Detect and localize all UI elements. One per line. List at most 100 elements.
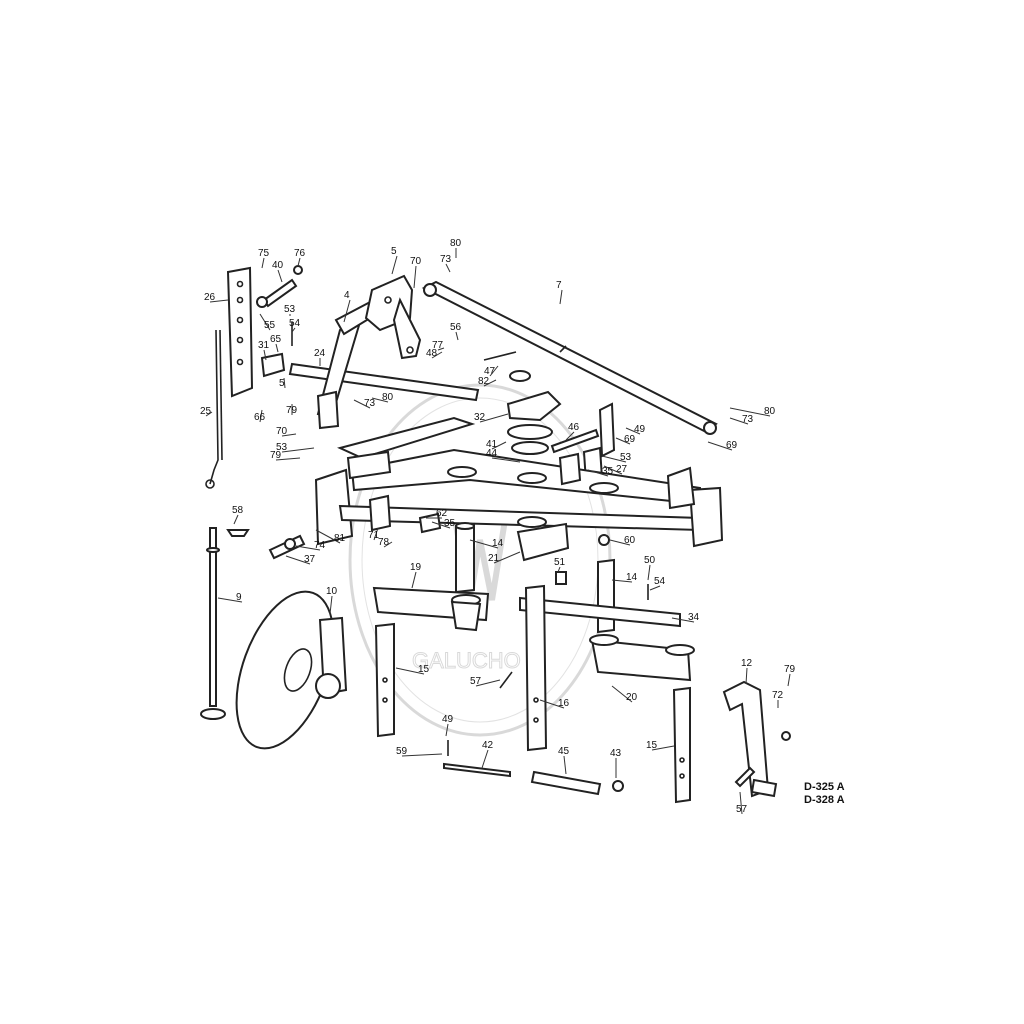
part-top-link-7 xyxy=(421,280,718,435)
part-leg-15-left xyxy=(374,622,395,738)
callout-leader xyxy=(563,755,567,775)
callout-leader xyxy=(739,791,743,815)
callout-label: 80 xyxy=(450,238,462,249)
callout-label: 12 xyxy=(741,658,753,669)
callout-leader xyxy=(373,527,379,541)
callout-label: 49 xyxy=(634,424,646,435)
part-disc-10 xyxy=(235,590,348,750)
callout-label: 34 xyxy=(688,612,700,623)
callout-label: 70 xyxy=(410,256,422,267)
callout-label: 79 xyxy=(270,450,282,461)
callout-label: 73 xyxy=(742,414,754,425)
part-nut-76 xyxy=(293,265,303,275)
callout-label: 69 xyxy=(726,440,738,451)
callout-leader xyxy=(401,753,443,757)
part-left-plate xyxy=(226,266,254,398)
callout-label: 62 xyxy=(436,508,448,519)
callout-leader xyxy=(283,377,286,389)
part-leg-15-right xyxy=(672,686,691,804)
callout-leader xyxy=(281,447,315,453)
part-hook-43 xyxy=(612,780,624,792)
callout-label: 46 xyxy=(568,422,580,433)
callout-label: 5 xyxy=(391,246,397,257)
callout-leader xyxy=(259,409,263,423)
callout-label: 14 xyxy=(626,572,638,583)
callout-label: 65 xyxy=(270,334,282,345)
callout-leader xyxy=(233,514,239,525)
callout-label: 70 xyxy=(276,426,288,437)
callout-label: 77 xyxy=(432,340,444,351)
callout-leader xyxy=(475,679,501,687)
part-spring-47 xyxy=(483,351,517,361)
callout-leader xyxy=(295,545,321,551)
part-column-16 xyxy=(524,584,548,752)
part-clip-58 xyxy=(226,529,250,537)
part-bracket-5 xyxy=(364,274,422,360)
part-long-rod xyxy=(205,329,223,489)
part-rod-46 xyxy=(550,428,600,454)
callout-label: 80 xyxy=(382,392,394,403)
callout-leader xyxy=(609,539,631,546)
callout-leader xyxy=(285,555,311,565)
callout-leader xyxy=(601,455,627,463)
callout-leader xyxy=(383,541,393,548)
callout-label: 79 xyxy=(784,664,796,675)
callout-label: 43 xyxy=(610,748,622,759)
callout-label: 53 xyxy=(284,304,296,315)
callout-label: 49 xyxy=(442,714,454,725)
part-bracket-71 xyxy=(368,494,392,532)
callout-label: 53 xyxy=(276,442,288,453)
part-chain-42 xyxy=(443,762,511,778)
callout-leader xyxy=(557,566,561,573)
callout-leader xyxy=(277,269,283,283)
callout-label: 27 xyxy=(616,464,628,475)
callout-leader xyxy=(493,551,521,564)
callout-leader xyxy=(729,407,771,417)
callout-label: 51 xyxy=(554,557,566,568)
callout-label: 56 xyxy=(450,322,462,333)
callout-leader xyxy=(565,431,575,441)
callout-label: 57 xyxy=(470,676,482,687)
part-arm-20 xyxy=(589,634,695,682)
callout-label: 7 xyxy=(556,280,562,291)
callout-label: 45 xyxy=(558,746,570,757)
part-nut-60 xyxy=(598,534,610,546)
callout-leader xyxy=(483,379,497,387)
callout-leader xyxy=(649,585,661,591)
part-main-frame xyxy=(314,416,724,548)
callout-leader xyxy=(489,365,499,377)
callout-label: 35 xyxy=(444,518,456,529)
callout-label: 79 xyxy=(286,405,298,416)
callout-label: 42 xyxy=(482,740,494,751)
callout-leader xyxy=(729,417,749,425)
callout-leader xyxy=(275,343,279,353)
callout-leader xyxy=(787,673,791,687)
callout-label: 32 xyxy=(474,412,486,423)
callout-label: 59 xyxy=(396,746,408,757)
part-washer-74 xyxy=(284,538,296,550)
part-swivel-32 xyxy=(506,370,562,455)
part-bolt-57-right xyxy=(734,766,756,788)
part-sleeve-21 xyxy=(516,516,570,562)
callout-leader xyxy=(275,457,301,461)
callout-leader xyxy=(209,299,229,303)
callout-label: 58 xyxy=(232,505,244,516)
callout-leader xyxy=(603,465,623,475)
callout-leader xyxy=(315,529,341,544)
callout-label: 4 xyxy=(344,290,350,301)
callout-label: 82 xyxy=(478,376,490,387)
callout-label: 20 xyxy=(626,692,638,703)
callout-label: 47 xyxy=(484,366,496,377)
callout-leader xyxy=(481,749,489,769)
callout-label: 37 xyxy=(304,554,316,565)
callout-label: 76 xyxy=(294,248,306,259)
callout-leader xyxy=(611,579,633,583)
callout-leader xyxy=(745,667,748,685)
callout-leader xyxy=(539,699,565,709)
callout-label: 54 xyxy=(289,318,301,329)
callout-label: 78 xyxy=(378,537,390,548)
callout-label: 75 xyxy=(258,248,270,259)
callout-leader xyxy=(217,597,243,603)
callout-leader xyxy=(431,521,451,529)
